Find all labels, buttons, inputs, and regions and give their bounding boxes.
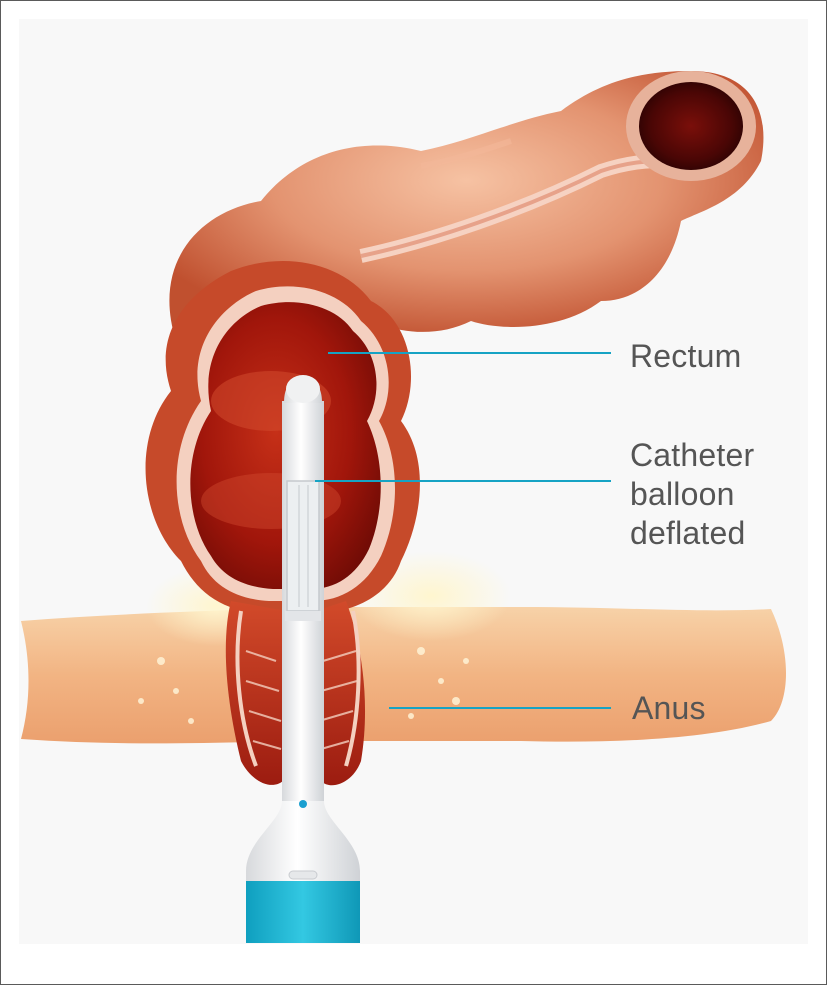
- rectum-label: Rectum: [630, 337, 741, 376]
- catheter-label-line-1: Catheter: [630, 436, 754, 475]
- catheter-label-line-2: balloon: [630, 475, 754, 514]
- catheter-label-line-3: deflated: [630, 514, 754, 553]
- catheter-balloon-label: Catheter balloon deflated: [630, 436, 754, 553]
- device-cap: [246, 881, 360, 943]
- anus-label: Anus: [632, 689, 706, 728]
